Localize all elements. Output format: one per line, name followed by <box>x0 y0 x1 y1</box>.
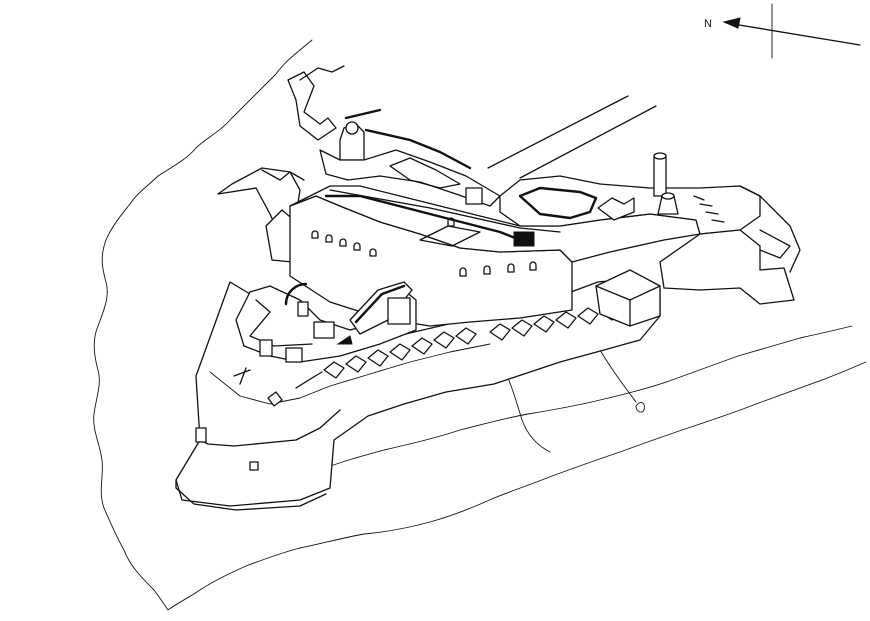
north-label: N <box>704 18 712 30</box>
south-bastion-inner-line <box>209 343 491 405</box>
courtyard-doorway <box>297 301 309 317</box>
south-bastion-flank <box>199 409 341 447</box>
courtyard-arch <box>284 282 308 306</box>
north-arrow: N <box>704 3 861 59</box>
west-bastion-stair <box>261 169 305 181</box>
causeway-south-edge <box>519 105 657 179</box>
north-arrow-head-icon <box>722 17 741 29</box>
north-ward-inner-wall <box>518 186 598 220</box>
barracks-annex <box>387 297 411 325</box>
west-bastion-tower <box>265 209 297 263</box>
terrain-pebble <box>635 402 645 413</box>
northwest-tower-top <box>299 65 345 81</box>
southeast-redoubt-roof <box>595 285 661 327</box>
embrasure-row <box>267 303 621 407</box>
north-ward-chimney <box>653 155 667 197</box>
keep-roof-walkway <box>324 194 522 242</box>
terrain-ridge-3 <box>599 349 637 403</box>
northwest-watchtower-dome <box>345 121 359 135</box>
causeway-north-edge <box>487 95 629 169</box>
south-tip-flagstaff <box>233 367 251 385</box>
keep-parapet-line <box>329 189 561 233</box>
east-bastion-outer-wall <box>739 185 801 273</box>
terrain-ridge-1 <box>319 325 853 471</box>
east-bastion <box>659 229 795 305</box>
northwest-terrace <box>319 149 501 207</box>
terrain-right-outline <box>299 361 867 549</box>
terrain-cliff-outline <box>93 39 313 611</box>
northwest-terrace-inner <box>389 157 461 189</box>
north-ward-chimney-top <box>653 152 667 160</box>
pavilion-west <box>259 339 273 357</box>
northwest-tower-walls <box>287 71 337 141</box>
keep-windows-lower-row <box>447 217 537 277</box>
north-ward-chevron <box>597 197 635 221</box>
south-courtyard-inner-line <box>249 299 313 347</box>
gatehouse-block <box>465 187 483 205</box>
roof-hatch <box>513 231 535 247</box>
sentry-box-south-1 <box>195 427 207 443</box>
courtyard-flag-icon <box>336 335 353 345</box>
sentry-box-south-2 <box>249 461 259 471</box>
east-ravelin <box>759 229 791 259</box>
keep-windows-upper-row <box>311 230 377 257</box>
south-bastion-glacis <box>175 479 327 511</box>
keep-roof-ramp <box>419 225 481 247</box>
barracks-ridge <box>354 284 406 324</box>
northwest-rampart-walk <box>344 108 472 170</box>
pavilion-east <box>313 321 335 339</box>
southeast-redoubt <box>595 269 661 327</box>
east-bastion-steps <box>693 195 725 223</box>
north-ward-watchtower-top <box>661 192 675 200</box>
north-arrow-shaft <box>726 22 861 46</box>
pavilion-centre <box>285 347 303 363</box>
barracks-block <box>349 281 413 335</box>
